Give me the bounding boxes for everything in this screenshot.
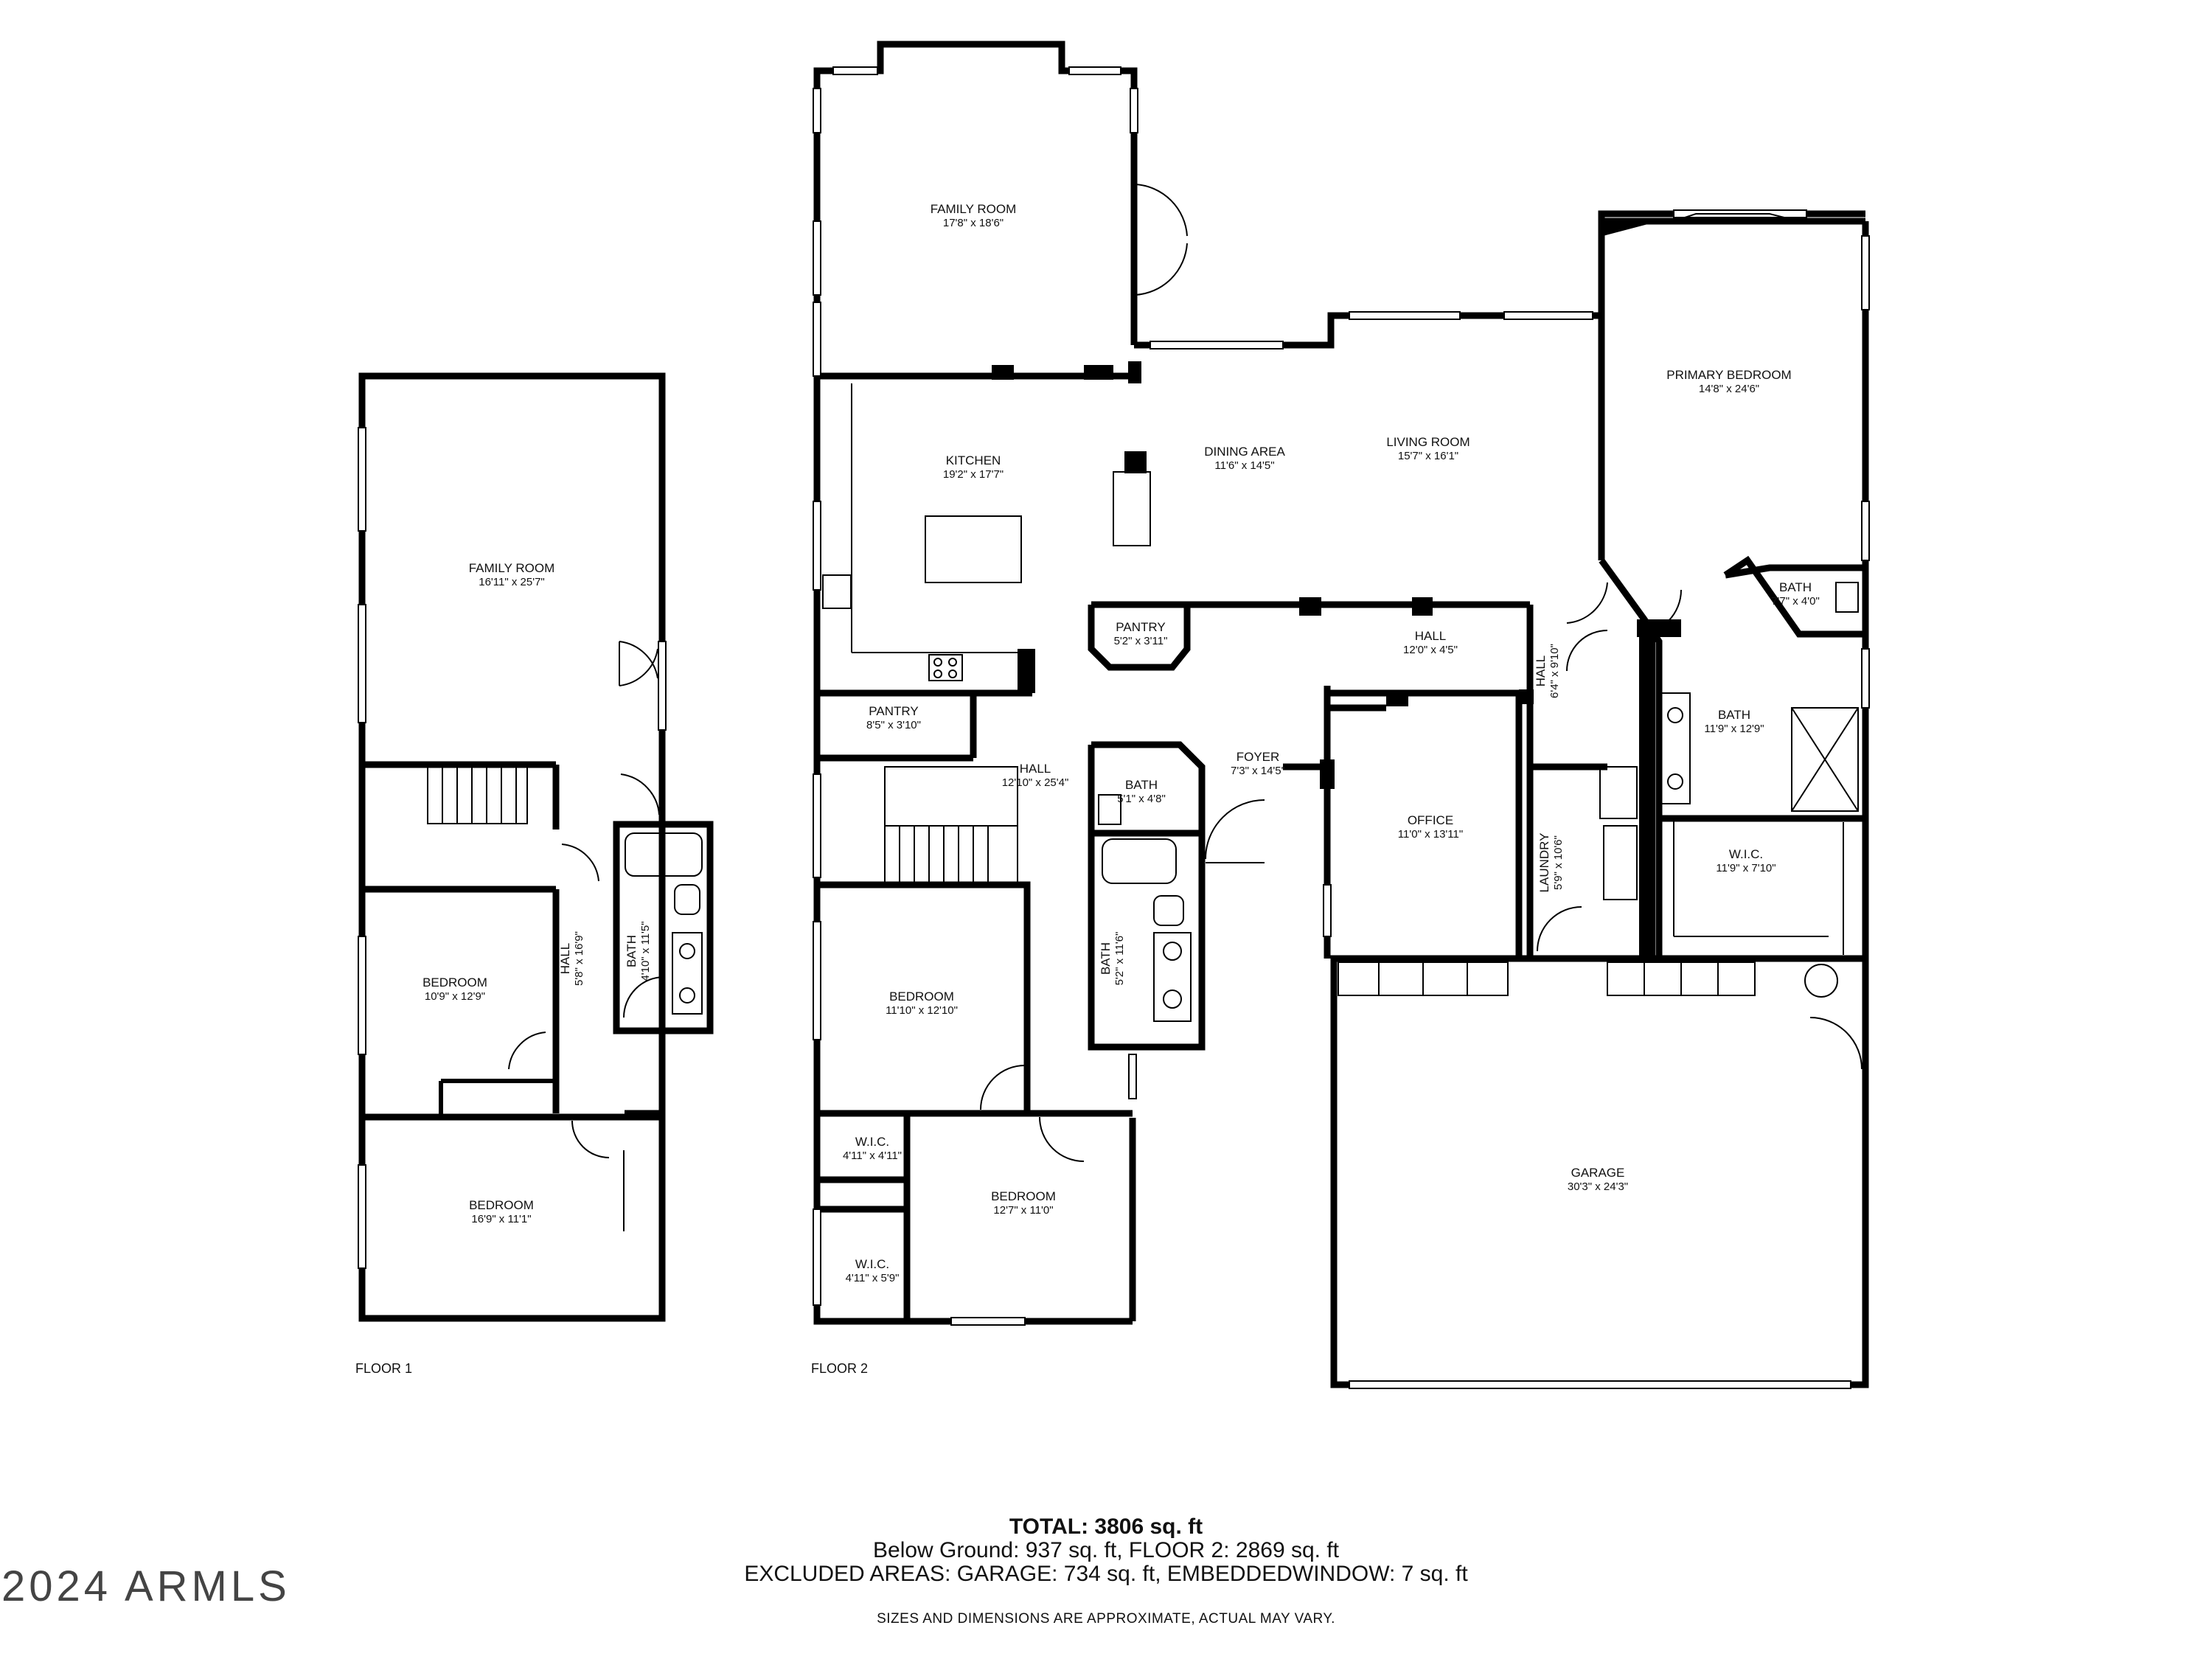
room-name: PANTRY xyxy=(869,704,918,718)
room-name: FAMILY ROOM xyxy=(931,202,1017,216)
room-name: BATH xyxy=(1779,580,1812,594)
floor-2-walls xyxy=(813,41,1869,1388)
floor-label: FLOOR 1 xyxy=(355,1361,412,1376)
room-dims: 12'0" x 4'5" xyxy=(1403,644,1458,656)
room-dims: 11'9" x 7'10" xyxy=(1716,862,1775,874)
floor-2-heavy-walls xyxy=(992,221,1681,961)
room-dims: 4'11" x 5'9" xyxy=(846,1272,900,1284)
room-dims: 30'3" x 24'3" xyxy=(1568,1180,1628,1193)
room-dims: 8'5" x 3'10" xyxy=(866,719,921,731)
room-dims: 12'7" x 11'0" xyxy=(993,1204,1053,1217)
floor-label: FLOOR 2 xyxy=(811,1361,868,1376)
room-name: DINING AREA xyxy=(1204,445,1285,459)
room-name: W.I.C. xyxy=(855,1135,889,1149)
room-name: FAMILY ROOM xyxy=(469,561,555,575)
room-name: BEDROOM xyxy=(469,1198,534,1212)
room-dims: 5'8" x 16'9" xyxy=(573,931,585,986)
room-name: W.I.C. xyxy=(855,1257,889,1271)
room-name: HALL xyxy=(1415,629,1447,643)
room-dims: 11'0" x 13'11" xyxy=(1398,828,1463,841)
room-dims: 10'9" x 12'9" xyxy=(425,990,485,1003)
room-dims: 6'4" x 9'10" xyxy=(1548,644,1561,698)
room-name: PRIMARY BEDROOM xyxy=(1666,368,1791,382)
room-name: LAUNDRY xyxy=(1537,833,1551,893)
room-dims: 19'2" x 17'7" xyxy=(943,468,1004,481)
floor-2-fixtures xyxy=(822,184,1863,1162)
floor-areas: Below Ground: 937 sq. ft, FLOOR 2: 2869 … xyxy=(873,1538,1339,1562)
room-name: KITCHEN xyxy=(946,453,1001,467)
room-name: BATH xyxy=(1099,942,1113,975)
total-area: TOTAL: 3806 sq. ft xyxy=(1009,1514,1203,1539)
room-dims: 5'9" x 10'6" xyxy=(1552,835,1565,890)
room-name: OFFICE xyxy=(1408,813,1453,827)
room-name: BATH xyxy=(1718,708,1750,722)
room-name: GARAGE xyxy=(1571,1166,1625,1180)
room-name: HALL xyxy=(558,943,572,975)
floor-1-fixtures xyxy=(427,641,703,1231)
room-name: BEDROOM xyxy=(991,1189,1056,1203)
room-dims: 7'7" x 4'0" xyxy=(1771,595,1820,608)
excluded-areas: EXCLUDED AREAS: GARAGE: 734 sq. ft, EMBE… xyxy=(744,1562,1468,1586)
room-name: W.I.C. xyxy=(1729,847,1763,861)
room-dims: 14'8" x 24'6" xyxy=(1699,383,1759,395)
room-dims: 11'9" x 12'9" xyxy=(1704,723,1764,735)
room-dims: 15'7" x 16'1" xyxy=(1398,450,1458,462)
room-dims: 16'9" x 11'1" xyxy=(471,1213,531,1225)
area-summary: TOTAL: 3806 sq. ft Below Ground: 937 sq.… xyxy=(0,1515,2212,1586)
floor-2-labels: FAMILY ROOM 17'8" x 18'6" KITCHEN 19'2" … xyxy=(811,202,1820,1376)
room-dims: 4'11" x 4'11" xyxy=(843,1150,902,1162)
watermark: 2024 ARMLS xyxy=(1,1562,291,1610)
room-name: BEDROOM xyxy=(422,975,487,990)
room-dims: 12'10" x 25'4" xyxy=(1002,776,1069,789)
room-name: BATH xyxy=(625,935,639,967)
room-name: HALL xyxy=(1534,655,1548,687)
room-dims: 11'6" x 14'5" xyxy=(1214,459,1274,472)
disclaimer: SIZES AND DIMENSIONS ARE APPROXIMATE, AC… xyxy=(877,1611,1335,1627)
room-dims: 5'1" x 4'8" xyxy=(1117,793,1166,805)
floor-1-windows xyxy=(358,427,667,1269)
room-dims: 7'3" x 14'5" xyxy=(1231,765,1285,777)
room-name: HALL xyxy=(1020,762,1051,776)
room-dims: 4'10" x 11'5" xyxy=(639,921,652,981)
room-name: LIVING ROOM xyxy=(1386,435,1470,449)
room-name: FOYER xyxy=(1237,750,1280,764)
floor-1-walls xyxy=(358,372,714,1322)
room-dims: 16'11" x 25'7" xyxy=(479,576,545,588)
room-dims: 5'2" x 3'11" xyxy=(1114,635,1168,647)
room-dims: 11'10" x 12'10" xyxy=(886,1004,958,1017)
room-name: BATH xyxy=(1125,778,1158,792)
room-name: BEDROOM xyxy=(889,990,954,1004)
room-name: PANTRY xyxy=(1116,620,1165,634)
room-dims: 17'8" x 18'6" xyxy=(943,217,1004,229)
room-dims: 5'2" x 11'6" xyxy=(1113,932,1126,986)
floor-1-labels: FAMILY ROOM 16'11" x 25'7" BEDROOM 10'9"… xyxy=(355,561,652,1376)
